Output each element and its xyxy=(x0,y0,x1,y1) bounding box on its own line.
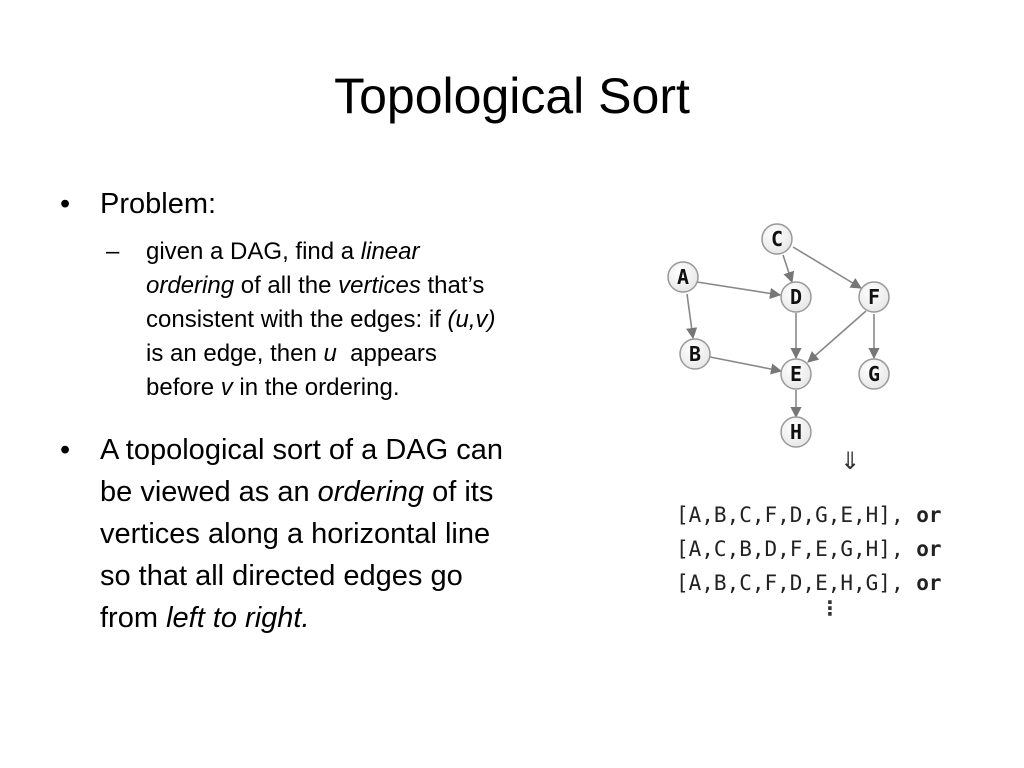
sub-line-2: ordering of all the vertices that’s xyxy=(146,272,485,299)
ordering-row: [A,B,C,F,D,G,E,H], or xyxy=(676,503,942,527)
sub-line-5: before v in the ordering. xyxy=(146,374,400,401)
svg-text:B: B xyxy=(689,342,701,366)
bullet-dot: • xyxy=(60,434,71,466)
sub-line-4: is an edge, then u appears xyxy=(146,340,437,367)
sub-line-1: given a DAG, find a linear xyxy=(146,238,420,265)
edge-b-e xyxy=(709,356,783,375)
bullet2-line-2: be viewed as an ordering of its xyxy=(100,476,494,508)
node-c: C xyxy=(761,223,793,255)
ordering-row: [A,C,B,D,F,E,G,H], or xyxy=(676,537,942,561)
node-e: E xyxy=(780,358,812,390)
svg-text:C: C xyxy=(771,227,783,251)
bullet-problem-label: Problem: xyxy=(100,188,217,220)
dag-diagram: C A D F B E G H xyxy=(667,223,890,448)
dash-marker: – xyxy=(106,238,120,265)
bullet2-line-4: so that all directed edges go xyxy=(100,560,463,592)
sub-line-3: consistent with the edges: if (u,v) xyxy=(146,306,496,333)
vertical-ellipsis-icon: ⋮ xyxy=(820,598,840,620)
svg-text:E: E xyxy=(790,362,802,386)
edge-f-e xyxy=(807,310,867,363)
svg-text:A: A xyxy=(677,265,689,289)
down-double-arrow-icon: ⇓ xyxy=(840,448,861,475)
node-a: A xyxy=(667,261,699,293)
edge-c-d xyxy=(782,254,795,284)
ordering-row: [A,B,C,F,D,E,H,G], or xyxy=(676,571,942,595)
svg-text:D: D xyxy=(790,285,802,309)
bullet2-line-5: from left to right. xyxy=(100,602,310,634)
svg-text:H: H xyxy=(790,420,802,444)
node-h: H xyxy=(780,416,812,448)
edge-a-d xyxy=(696,281,782,299)
orderings-list: [A,B,C,F,D,G,E,H], or [A,C,B,D,F,E,G,H],… xyxy=(676,498,942,600)
bullet2-line-1: A topological sort of a DAG can xyxy=(100,434,503,466)
node-g: G xyxy=(858,358,890,390)
edge-c-f xyxy=(792,246,862,289)
bullet-dot: • xyxy=(60,188,71,220)
svg-text:F: F xyxy=(868,285,880,309)
node-b: B xyxy=(679,338,711,370)
bullet2-line-3: vertices along a horizontal line xyxy=(100,518,491,550)
slide-title: Topological Sort xyxy=(334,68,690,124)
node-f: F xyxy=(858,281,890,313)
svg-text:G: G xyxy=(868,362,880,386)
edge-a-b xyxy=(686,293,698,340)
node-d: D xyxy=(780,281,812,313)
